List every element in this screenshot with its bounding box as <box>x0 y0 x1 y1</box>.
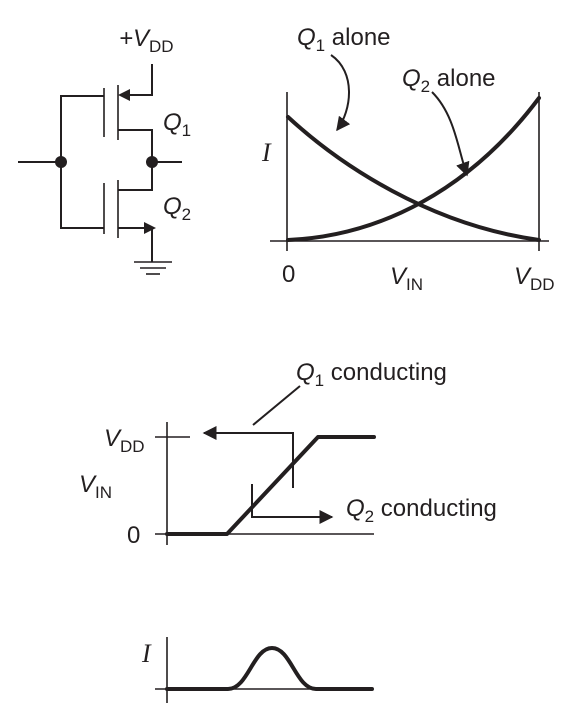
q1-conducting-label: Q1 conducting <box>296 359 447 390</box>
q1-drain-wire <box>118 129 153 162</box>
q2-alone-label: Q2 alone <box>402 65 496 96</box>
q2-conducting-label: Q2 conducting <box>346 495 497 526</box>
q1-conducting-leader <box>252 385 301 426</box>
vdd-supply-label: +VDD <box>119 25 174 56</box>
input-junction <box>55 156 67 168</box>
q2-annotation-arrow <box>431 91 470 177</box>
q1-conducting-arrow <box>202 426 294 488</box>
bottom-y-axis-label: I <box>141 639 152 668</box>
q2-alone-curve <box>286 96 541 242</box>
q1-alone-curve <box>286 115 541 242</box>
vin-transfer-graph: VDD VIN 0 Q1 conducting Q2 conducting <box>79 359 497 549</box>
x-tick-vdd: VDD <box>514 263 555 294</box>
gate-tie-wire <box>60 95 104 229</box>
q1-annotation-arrow <box>330 54 351 132</box>
middle-zero-label: 0 <box>127 522 140 549</box>
current-pulse-curve <box>165 646 374 691</box>
x-tick-vin: VIN <box>390 263 423 294</box>
x-tick-zero: 0 <box>282 261 295 288</box>
q1-label: Q1 <box>163 109 191 140</box>
q2-drain-wire <box>118 162 153 191</box>
middle-vdd-label: VDD <box>104 425 145 456</box>
q2-conducting-arrow <box>251 484 334 524</box>
q2-source-wire <box>118 227 153 262</box>
cmos-circuit: +VDD Q1 Q2 <box>18 25 191 275</box>
output-junction <box>146 156 158 168</box>
top-y-axis-label: I <box>261 138 272 167</box>
vdd-wire <box>122 64 153 96</box>
supply-current-graph: I <box>141 637 374 703</box>
middle-vin-label: VIN <box>79 471 112 502</box>
q1-source-arrow <box>118 89 130 101</box>
current-vs-vin-graph: I 0 VIN VDD Q1 alone Q2 alone <box>261 24 555 294</box>
q1-alone-label: Q1 alone <box>297 24 391 55</box>
q2-source-arrow <box>144 222 156 234</box>
q2-label: Q2 <box>163 193 191 224</box>
vin-ramp-curve <box>165 435 376 536</box>
